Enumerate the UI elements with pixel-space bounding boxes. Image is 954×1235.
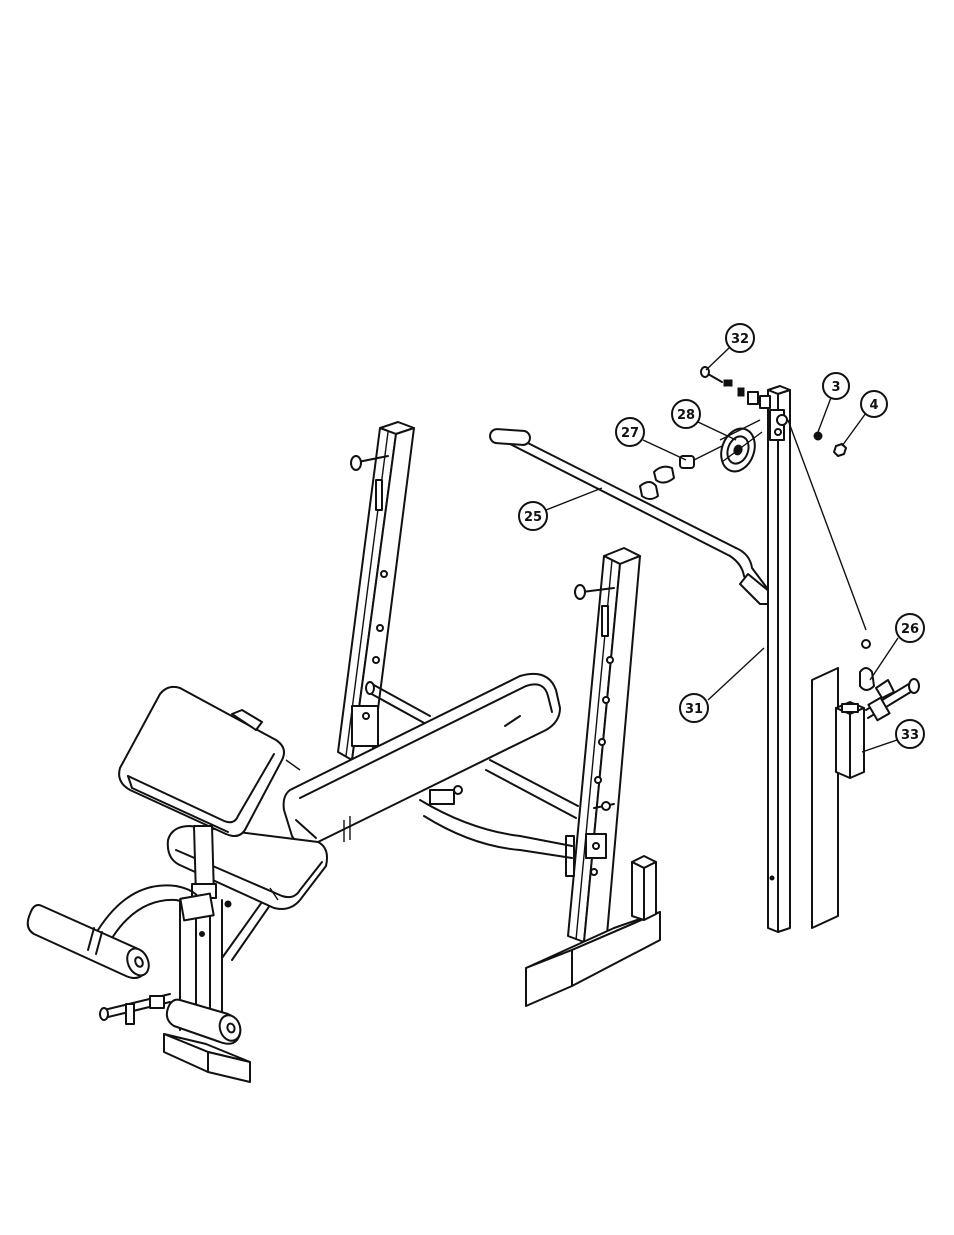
callout-4: 4: [861, 391, 887, 417]
callout-32: 32: [726, 324, 754, 352]
callout-3: 3: [823, 373, 849, 399]
callout-label-28: 28: [677, 408, 695, 423]
rear-left-upright: [338, 422, 414, 760]
callout-28: 28: [672, 400, 700, 428]
callout-label-33: 33: [901, 728, 919, 743]
callout-label-4: 4: [869, 398, 878, 413]
callout-label-32: 32: [731, 332, 749, 347]
callout-27: 27: [616, 418, 644, 446]
back-pad: [284, 674, 560, 845]
lat-cable: [788, 420, 866, 630]
callout-label-26: 26: [901, 622, 919, 637]
preacher-curl-pad: [119, 687, 300, 836]
callout-label-3: 3: [831, 380, 840, 395]
callout-31: 31: [680, 694, 708, 722]
callout-label-27: 27: [621, 426, 639, 441]
front-right-upright: [526, 548, 660, 1006]
callout-26: 26: [896, 614, 924, 642]
lat-tower-part-31: [768, 386, 838, 932]
callout-label-31: 31: [685, 702, 703, 717]
callout-33: 33: [896, 720, 924, 748]
callout-25: 25: [519, 502, 547, 530]
callout-label-25: 25: [524, 510, 542, 525]
